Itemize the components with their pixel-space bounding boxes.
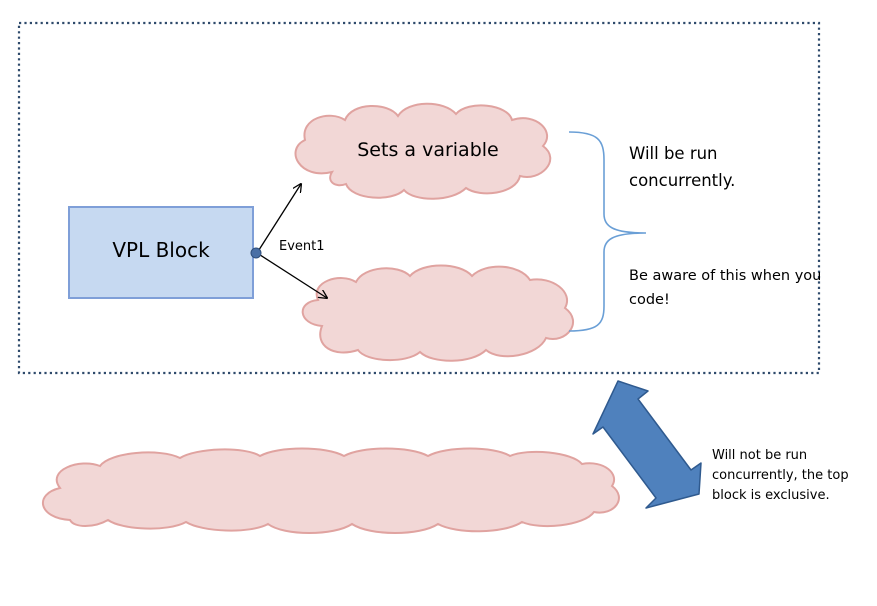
concurrency-bracket [568, 131, 647, 332]
exclusive-note: Will not be run concurrently, the top bl… [712, 448, 849, 503]
concurrent-note: Will be run concurrently. [629, 144, 736, 190]
sets-variable-cloud [294, 102, 552, 200]
vpl-block [68, 206, 254, 299]
event1-label: Event1 [279, 239, 325, 254]
aware-note: Be aware of this when you code! [629, 268, 822, 308]
event-arrow-up [256, 184, 301, 254]
exclusive-cloud [42, 447, 620, 534]
event-port-dot [250, 247, 262, 259]
vpl-block-label: VPL Block [112, 238, 210, 262]
exclusive-double-arrow [592, 380, 702, 509]
event-arrow-down [256, 252, 327, 298]
empty-cloud [301, 264, 574, 362]
sets-variable-label: Sets a variable [357, 139, 499, 161]
concurrent-frame [17, 21, 821, 375]
